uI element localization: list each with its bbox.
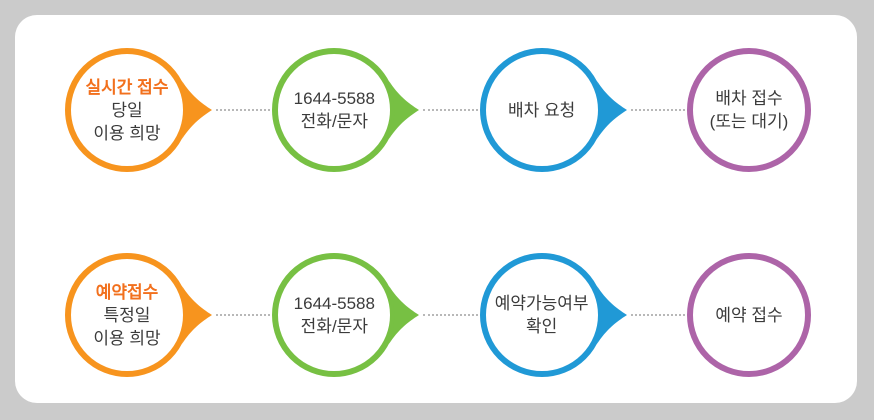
step-line: 특정일	[103, 305, 151, 325]
flow-row-realtime: 실시간 접수 당일 이용 희망 1644-5588 전화/문자 배차 요청 배차	[15, 48, 857, 172]
flow-step-reservation-intake: 예약접수 특정일 이용 희망	[65, 253, 212, 377]
flow-step-realtime-call: 1644-5588 전화/문자	[272, 48, 420, 172]
step-line: 배차 접수	[715, 89, 783, 108]
step-circle: 배차 요청	[479, 48, 604, 172]
step-line: 예약 접수	[715, 305, 783, 325]
dotted-connector	[630, 314, 685, 316]
step-circle: 배차 접수 (또는 대기)	[686, 48, 811, 172]
step-line: 전화/문자	[300, 112, 368, 131]
arrow-right-icon	[389, 286, 420, 344]
step-line: 이용 희망	[93, 123, 161, 143]
step-line: 1644-5588	[293, 89, 375, 108]
step-circle: 실시간 접수 당일 이용 희망	[65, 48, 189, 172]
flow-step-realtime-accepted: 배차 접수 (또는 대기)	[686, 48, 811, 172]
step-line: 전화/문자	[300, 317, 368, 336]
flow-step-reservation-call: 1644-5588 전화/문자	[272, 253, 420, 377]
step-line: 1644-5588	[293, 294, 375, 313]
flow-step-realtime-request: 배차 요청	[479, 48, 627, 172]
flow-step-realtime-intake: 실시간 접수 당일 이용 희망	[65, 48, 212, 172]
step-title: 예약접수	[95, 282, 159, 302]
step-line: 이용 희망	[93, 328, 161, 348]
step-circle: 1644-5588 전화/문자	[272, 48, 397, 172]
step-line: (또는 대기)	[709, 112, 789, 131]
arrow-right-icon	[596, 286, 627, 344]
dotted-connector	[216, 314, 271, 316]
dotted-connector	[630, 109, 685, 111]
step-line: 예약가능여부	[494, 294, 589, 313]
step-line: 확인	[526, 317, 558, 336]
dotted-connector	[423, 314, 478, 316]
flow-step-reservation-check: 예약가능여부 확인	[479, 253, 627, 377]
arrow-right-icon	[182, 286, 212, 344]
step-line: 당일	[111, 100, 143, 120]
step-line: 배차 요청	[508, 100, 576, 120]
arrow-right-icon	[182, 81, 212, 139]
flow-step-reservation-accepted: 예약 접수	[686, 253, 811, 377]
step-circle: 예약 접수	[686, 253, 811, 377]
dotted-connector	[216, 109, 271, 111]
step-circle: 예약접수 특정일 이용 희망	[65, 253, 189, 377]
flow-row-reservation: 예약접수 특정일 이용 희망 1644-5588 전화/문자 예약가능여부 확인	[15, 253, 857, 377]
arrow-right-icon	[596, 81, 627, 139]
step-circle: 1644-5588 전화/문자	[272, 253, 397, 377]
step-circle: 예약가능여부 확인	[479, 253, 604, 377]
step-title: 실시간 접수	[85, 77, 169, 97]
process-card: 실시간 접수 당일 이용 희망 1644-5588 전화/문자 배차 요청 배차	[15, 15, 857, 403]
dotted-connector	[423, 109, 478, 111]
arrow-right-icon	[389, 81, 420, 139]
